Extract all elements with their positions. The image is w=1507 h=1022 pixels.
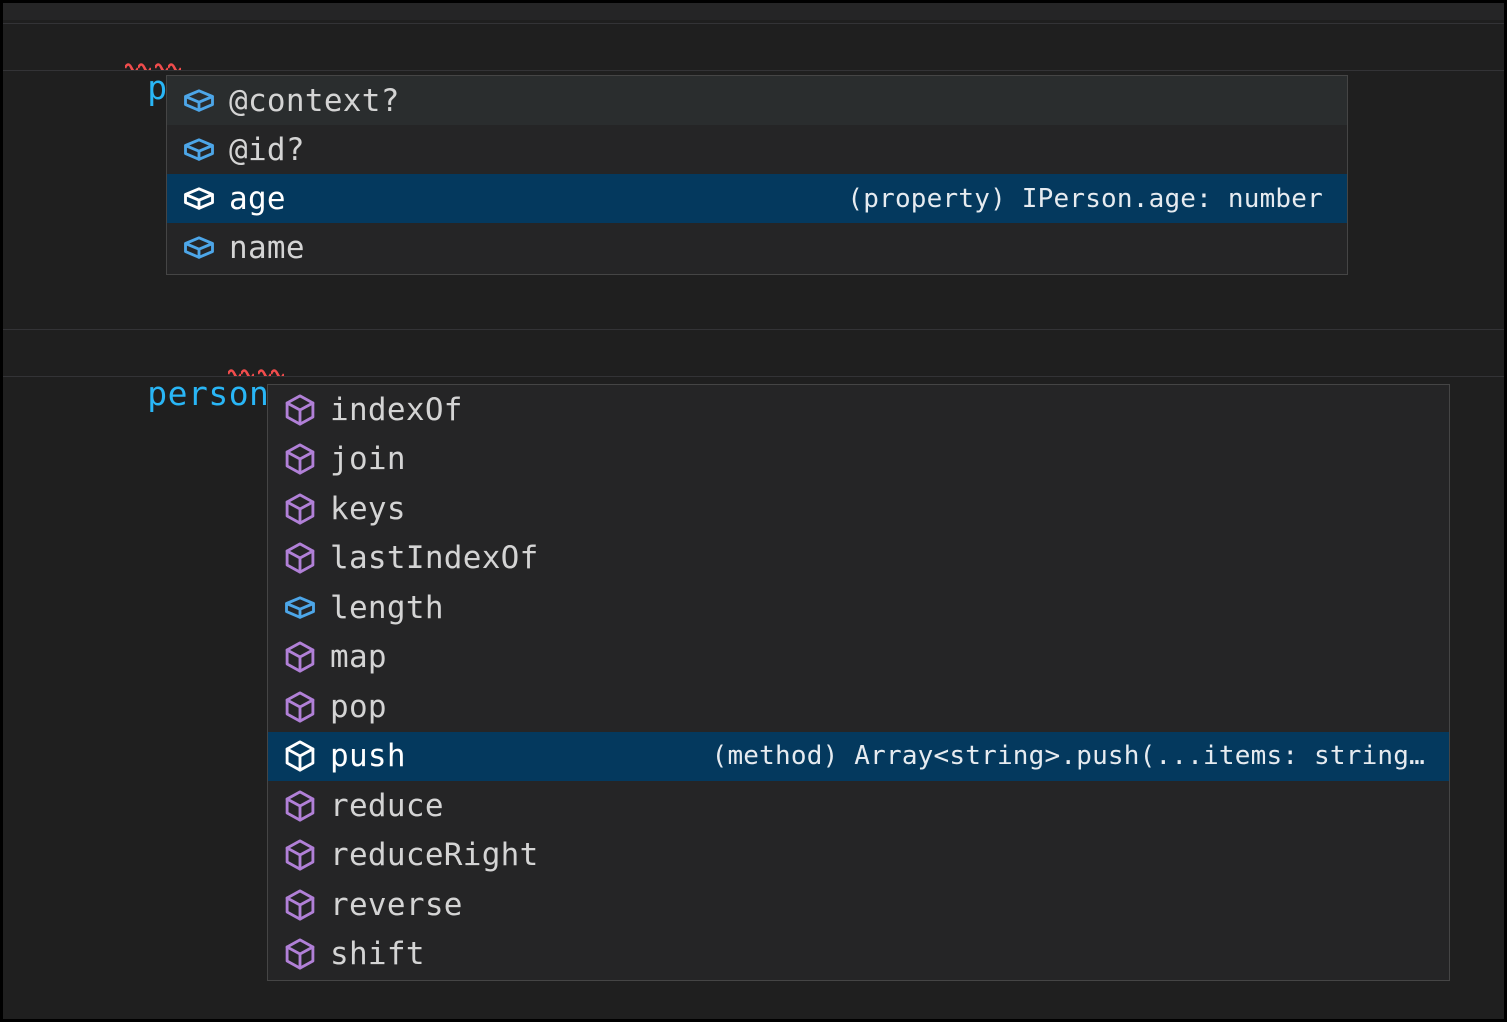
suggest-item-label: map — [330, 639, 387, 676]
error-squiggle-line-2-semicolon — [258, 367, 284, 376]
code-editor[interactable]: person.; @context? @id? age (property) IPer… — [3, 3, 1504, 1019]
suggest-item-indexof[interactable]: indexOf — [268, 385, 1449, 435]
suggest-item-label: pop — [330, 688, 387, 725]
suggest-widget-2[interactable]: indexOf join keys lastIndexOf length map pop pu… — [267, 384, 1450, 981]
method-cube-icon — [285, 790, 315, 822]
editor-top-band — [3, 3, 1504, 20]
suggest-item-map[interactable]: map — [268, 633, 1449, 683]
method-cube-icon — [285, 394, 315, 426]
suggest-item-label: join — [330, 441, 406, 478]
property-cube-icon — [184, 186, 214, 210]
property-cube-icon — [184, 137, 214, 161]
method-cube-icon — [285, 443, 315, 475]
error-squiggle-line-1-dot — [125, 61, 151, 70]
suggest-item-label: age — [229, 180, 286, 217]
suggest-item-pop[interactable]: pop — [268, 682, 1449, 732]
suggest-item-reduceright[interactable]: reduceRight — [268, 831, 1449, 881]
suggest-item-length[interactable]: length — [268, 583, 1449, 633]
suggest-item-detail: (method) Array<string>.push(...items: st… — [711, 741, 1425, 772]
suggest-item-name[interactable]: name — [167, 223, 1347, 272]
method-cube-icon — [285, 740, 315, 772]
suggest-item-label: length — [330, 589, 444, 626]
suggest-item-label: indexOf — [330, 391, 463, 428]
method-cube-icon — [285, 542, 315, 574]
method-cube-icon — [285, 839, 315, 871]
method-cube-icon — [285, 493, 315, 525]
suggest-item-label: @context? — [229, 82, 400, 119]
suggest-item-label: name — [229, 229, 305, 266]
suggest-item-age[interactable]: age (property) IPerson.age: number — [167, 174, 1347, 223]
code-line-1[interactable]: person.; — [3, 23, 1504, 107]
error-squiggle-line-2-dot — [228, 367, 254, 376]
method-cube-icon — [285, 938, 315, 970]
suggest-item--context-[interactable]: @context? — [167, 76, 1347, 125]
suggest-item-keys[interactable]: keys — [268, 484, 1449, 534]
suggest-item-label: reverse — [330, 886, 463, 923]
suggest-item-label: lastIndexOf — [330, 540, 539, 577]
suggest-item-label: shift — [330, 936, 425, 973]
suggest-item-label: keys — [330, 490, 406, 527]
suggest-item-push[interactable]: push (method) Array<string>.push(...items… — [268, 731, 1449, 781]
suggest-item-reverse[interactable]: reverse — [268, 880, 1449, 930]
suggest-item-label: reduce — [330, 787, 444, 824]
suggest-item-lastindexof[interactable]: lastIndexOf — [268, 534, 1449, 584]
suggest-widget-1[interactable]: @context? @id? age (property) IPerson.age: … — [166, 75, 1348, 275]
suggest-item-detail: (property) IPerson.age: number — [847, 183, 1323, 214]
property-cube-icon — [184, 88, 214, 112]
suggest-item-shift[interactable]: shift — [268, 930, 1449, 980]
suggest-item-label: reduceRight — [330, 837, 539, 874]
property-cube-icon — [285, 596, 315, 619]
suggest-item-label: push — [330, 738, 406, 775]
suggest-item-join[interactable]: join — [268, 435, 1449, 485]
method-cube-icon — [285, 641, 315, 673]
property-cube-icon — [184, 235, 214, 259]
method-cube-icon — [285, 889, 315, 921]
token-variable-person-2: person — [147, 374, 270, 413]
method-cube-icon — [285, 691, 315, 723]
suggest-item-reduce[interactable]: reduce — [268, 781, 1449, 831]
suggest-item-label: @id? — [229, 131, 305, 168]
suggest-item--id-[interactable]: @id? — [167, 125, 1347, 174]
error-squiggle-line-1-semicolon — [155, 61, 181, 70]
